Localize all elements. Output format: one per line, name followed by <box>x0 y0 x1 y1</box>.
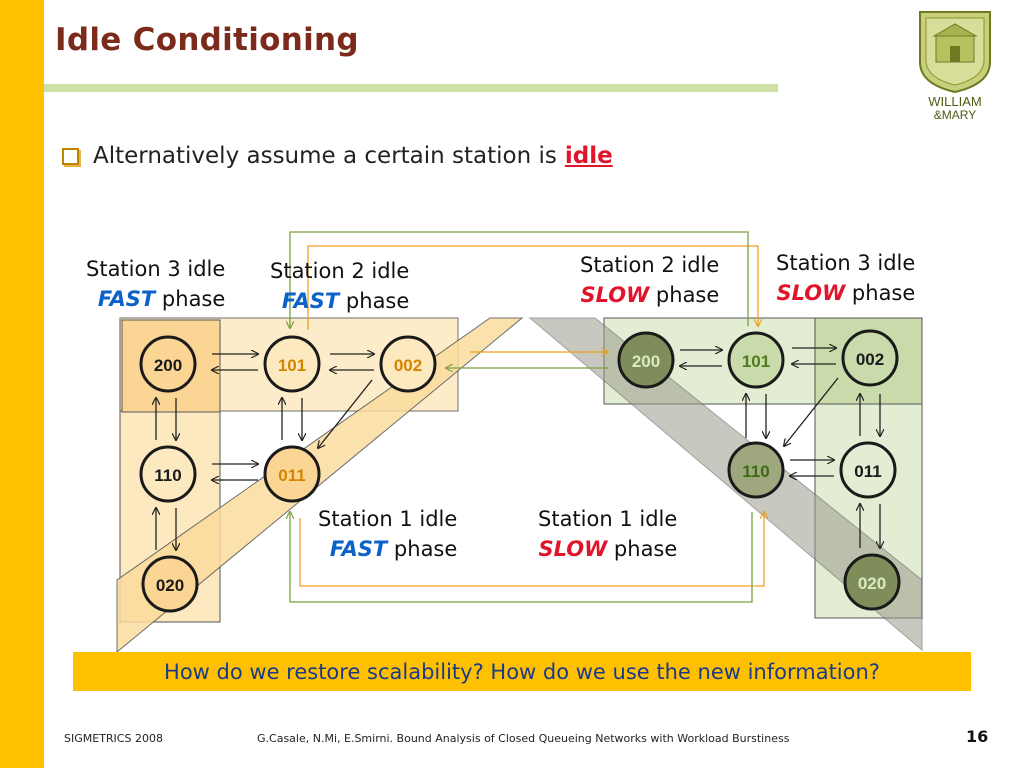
logo-line1: WILLIAM <box>928 94 981 109</box>
link-fast-to-slow-bottom <box>299 512 764 587</box>
fast-node-label: 110 <box>154 466 181 485</box>
slow-node-002: 002 <box>841 329 899 387</box>
footer-citation: G.Casale, N.Mi, E.Smirni. Bound Analysis… <box>257 732 790 745</box>
slow-node-110: 110 <box>727 441 785 499</box>
label-station2-idle-slow: Station 2 idle SLOW phase <box>580 253 720 307</box>
college-crest-logo: WILLIAM &MARY <box>919 11 991 122</box>
bullet-text: Alternatively assume a certain station i… <box>93 143 557 169</box>
slow-node-101: 101 <box>727 331 785 389</box>
label-station2-idle-fast: Station 2 idle FAST phase <box>270 259 410 313</box>
logo-line2: &MARY <box>934 108 976 122</box>
station1-idle-slow-band <box>528 317 923 652</box>
question-banner: How do we restore scalability? How do we… <box>73 652 971 691</box>
label-station1-idle-fast: Station 1 idle FAST phase <box>318 507 458 561</box>
bullet-emphasis: idle <box>564 143 613 169</box>
sidebar-accent <box>0 0 44 768</box>
fast-node-label: 200 <box>154 356 182 375</box>
slow-node-label: 011 <box>854 462 881 481</box>
slow-node-label: 101 <box>742 352 770 371</box>
label-station3-idle-fast: Station 3 idle FAST phase <box>86 257 226 311</box>
slow-node-200: 200 <box>617 331 675 389</box>
slow-node-label: 002 <box>856 350 884 369</box>
fast-node-002: 002 <box>379 335 437 393</box>
link-slow-to-fast-bottom <box>290 512 753 603</box>
fast-node-label: 020 <box>156 576 184 595</box>
slow-node-label: 200 <box>632 352 660 371</box>
label-station1-idle-slow: Station 1 idle SLOW phase <box>538 507 678 561</box>
page-number: 16 <box>966 727 989 746</box>
link-fast-to-slow-top <box>307 245 758 330</box>
arrow <box>784 377 839 446</box>
slow-node-020: 020 <box>843 553 901 611</box>
bullet-point: Alternatively assume a certain station i… <box>62 143 613 169</box>
slow-node-label: 110 <box>742 462 769 481</box>
station1-idle-fast-band <box>116 317 524 654</box>
fast-node-200: 200 <box>139 335 197 393</box>
slide-title: Idle Conditioning <box>55 22 359 58</box>
fast-node-label: 002 <box>394 356 422 375</box>
slow-node-011: 011 <box>839 441 897 499</box>
fast-node-020: 020 <box>141 555 199 613</box>
title-divider <box>44 84 778 92</box>
fast-node-label: 101 <box>278 356 306 375</box>
fast-node-011: 011 <box>263 445 321 503</box>
fast-node-label: 011 <box>278 466 305 485</box>
slow-node-label: 020 <box>858 574 886 593</box>
label-station3-idle-slow: Station 3 idle SLOW phase <box>776 251 916 305</box>
footer-conference: SIGMETRICS 2008 <box>64 732 163 745</box>
fast-node-101: 101 <box>263 335 321 393</box>
link-slow-to-fast-top <box>290 231 749 328</box>
arrow <box>318 379 373 448</box>
fast-node-110: 110 <box>139 445 197 503</box>
checkbox-bullet-icon <box>62 147 79 165</box>
